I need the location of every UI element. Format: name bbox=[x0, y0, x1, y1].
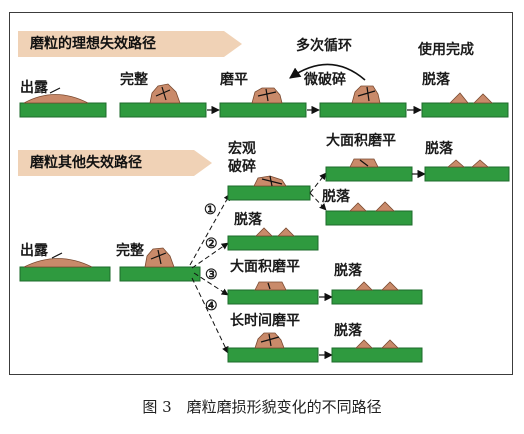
ideal-bar-micro-fracture bbox=[319, 85, 407, 118]
other-bar-detached-after-fracture bbox=[325, 201, 413, 226]
label-macro-fracture-line2: 破碎 bbox=[228, 159, 256, 175]
other-bar-detached-path4 bbox=[331, 339, 423, 363]
label-intact: 完整 bbox=[120, 72, 148, 88]
label-detached-path3: 脱落 bbox=[334, 263, 362, 279]
branch-arrow-4 bbox=[191, 277, 229, 354]
dashed-to-detached-after-fracture bbox=[309, 192, 327, 211]
other-bar-large-flat-top bbox=[325, 158, 413, 182]
other-bar-large-flat bbox=[227, 281, 319, 305]
ideal-path-banner bbox=[18, 31, 242, 57]
label-large-flat-top: 大面积磨平 bbox=[326, 133, 396, 149]
path-number-2: ② bbox=[205, 236, 218, 252]
other-bar-long-flat bbox=[227, 332, 319, 363]
ideal-bar-flat bbox=[219, 87, 307, 118]
branch-arrow-2 bbox=[191, 242, 229, 269]
multi-cycle-loop-arrow bbox=[289, 63, 366, 81]
label-detached: 脱落 bbox=[422, 72, 450, 88]
path-number-3: ③ bbox=[205, 267, 218, 283]
figure-caption: 图 3 磨粒磨损形貌变化的不同路径 bbox=[142, 398, 382, 416]
other-bar-detached-top bbox=[424, 159, 510, 182]
other-path-title: 磨粒其他失效路径 bbox=[30, 155, 142, 171]
ideal-bar-exposed bbox=[19, 87, 107, 118]
label-detached-after-fracture: 脱落 bbox=[322, 189, 350, 205]
other-bar-detached-path2 bbox=[227, 227, 319, 251]
branch-arrow-3 bbox=[193, 272, 229, 296]
path-number-4: ④ bbox=[205, 298, 218, 314]
label-micro-fracture: 微破碎 bbox=[304, 72, 346, 88]
label-long-flat: 长时间磨平 bbox=[230, 313, 300, 329]
label-large-flat: 大面积磨平 bbox=[230, 259, 300, 275]
label-exposed: 出露 bbox=[20, 80, 48, 96]
ideal-path-title: 磨粒的理想失效路径 bbox=[30, 36, 156, 52]
ideal-bar-detached bbox=[421, 92, 509, 118]
label-detached-path4: 脱落 bbox=[334, 323, 362, 339]
label-done: 使用完成 bbox=[418, 42, 474, 58]
label-intact-other: 完整 bbox=[116, 243, 144, 259]
other-bar-exposed bbox=[19, 252, 111, 282]
other-path-banner bbox=[18, 150, 212, 176]
branch-arrow-1 bbox=[189, 193, 231, 266]
label-macro-fracture-line1: 宏观 bbox=[228, 141, 256, 157]
label-detached-path2: 脱落 bbox=[234, 212, 262, 228]
other-bar-intact bbox=[119, 247, 201, 282]
label-flat: 磨平 bbox=[220, 72, 248, 88]
other-bar-macro-fracture bbox=[227, 175, 311, 201]
ideal-bar-intact bbox=[119, 83, 207, 118]
path-number-1: ① bbox=[204, 202, 217, 218]
label-detached-top: 脱落 bbox=[425, 141, 453, 157]
dashed-to-large-flat-top bbox=[309, 172, 327, 194]
label-multi-cycle: 多次循环 bbox=[296, 38, 352, 54]
label-exposed-other: 出露 bbox=[20, 243, 48, 259]
other-bar-detached-path3 bbox=[331, 281, 423, 305]
